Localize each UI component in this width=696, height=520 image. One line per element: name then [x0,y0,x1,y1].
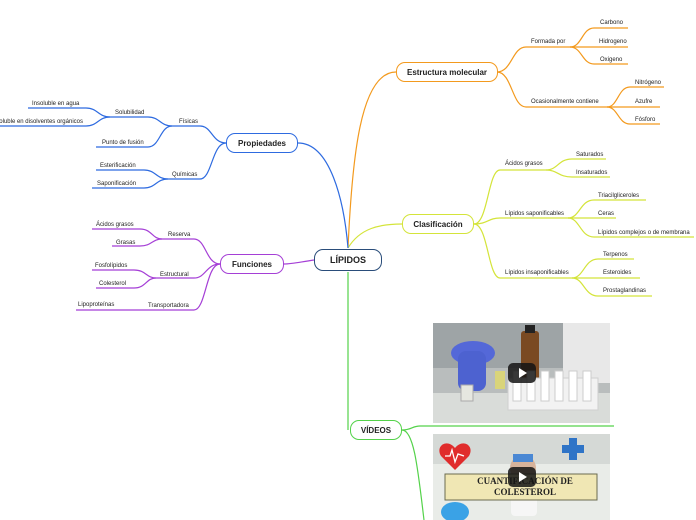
formada-por-label[interactable]: Formada por [531,39,566,45]
azufre-label[interactable]: Azufre [635,99,653,105]
clasificacion-node[interactable]: Clasificación [402,214,474,234]
acidos-grasos-label[interactable]: Ácidos grasos [505,161,543,167]
videos-label: VÍDEOS [360,425,392,435]
fosforo-label[interactable]: Fósforo [635,117,656,123]
clasificacion-label: Clasificación [413,219,463,229]
solubilidad-label[interactable]: Solubilidad [115,110,145,116]
play-icon[interactable] [507,363,536,383]
transportadora-label[interactable]: Transportadora [148,303,189,309]
quimicas-label[interactable]: Químicas [172,172,198,178]
estructural-label[interactable]: Estructural [160,272,189,278]
acidos-grasos-f-label[interactable]: Ácidos grasos [96,222,134,228]
root-node[interactable]: LÍPIDOS [314,249,382,271]
lipoproteinas-label[interactable]: Lipoproteínas [78,302,115,308]
videos-node[interactable]: VÍDEOS [350,420,402,440]
reserva-label[interactable]: Reserva [168,232,191,238]
grasas-label[interactable]: Grasas [116,240,136,246]
propiedades-node[interactable]: Propiedades [226,133,298,153]
fisicas-label[interactable]: Físicas [179,119,199,125]
ocasional-label[interactable]: Ocasionalmente contiene [531,99,599,105]
ceras-label[interactable]: Ceras [598,211,615,217]
estructura-label: Estructura molecular [406,67,488,77]
esterificacion-label[interactable]: Esterificación [100,163,136,169]
punto-fusion-label[interactable]: Punto de fusión [102,140,144,146]
saturados-label[interactable]: Saturados [576,152,604,158]
video-thumbnail-2[interactable]: CUANTIFICACIÓN DE COLESTEROL [433,434,610,520]
saponificables-label[interactable]: Lípidos saponificables [505,211,565,217]
propiedades-label: Propiedades [237,138,286,148]
fosfolipidos-label[interactable]: Fosfolípidos [95,263,128,269]
play-icon[interactable] [507,467,536,487]
root-label: LÍPIDOS [329,255,366,265]
video-thumbnail-1[interactable] [433,323,610,423]
lab-scene-image [433,323,610,423]
insaponificables-label[interactable]: Lípidos insaponificables [505,270,569,276]
prostaglandinas-label[interactable]: Prostaglandinas [603,288,647,294]
saponificacion-label[interactable]: Saponificación [97,181,137,187]
estructura-node[interactable]: Estructura molecular [396,62,498,82]
oxigeno-label[interactable]: Oxigeno [600,57,623,63]
esteroides-label[interactable]: Esteroides [603,270,632,276]
carbono-label[interactable]: Carbono [600,20,624,26]
funciones-node[interactable]: Funciones [220,254,284,274]
nitrogeno-label[interactable]: Nitrógeno [635,80,662,86]
hidrogeno-label[interactable]: Hidrogeno [599,39,627,45]
insoluble-agua-label[interactable]: Insoluble en agua [32,101,80,107]
soluble-organicos-label[interactable]: Soluble en disolventes orgánicos [0,119,83,125]
lipidos-complejos-label[interactable]: Lípidos complejos o de membrana [598,230,690,236]
terpenos-label[interactable]: Terpenos [603,252,628,258]
funciones-label: Funciones [231,259,272,269]
insaturados-label[interactable]: Insaturados [576,170,608,176]
colesterol-label[interactable]: Colesterol [99,281,127,287]
triacilgliceroles-label[interactable]: Triacilgliceroles [598,193,640,199]
